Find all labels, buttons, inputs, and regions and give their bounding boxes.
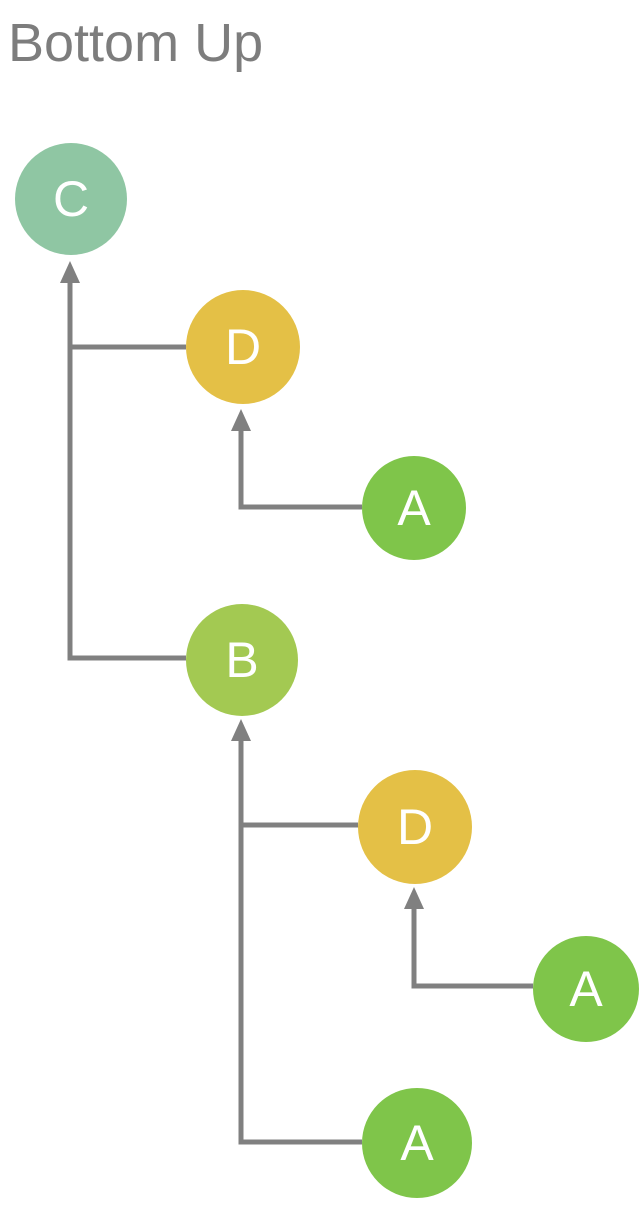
arrowhead-icon [404, 887, 424, 909]
node-circle-A2 [533, 936, 639, 1042]
edge-connector-B-C [67, 283, 186, 661]
node-circle-A1 [362, 456, 466, 560]
node-label-A2: A [569, 961, 603, 1017]
edge-connector-A3-B [238, 741, 362, 1145]
arrowhead-icon [231, 719, 251, 741]
arrowhead-icon [231, 409, 251, 431]
edge-connector-A1-D1 [238, 431, 362, 510]
node-circle-D1 [186, 290, 300, 404]
node-label-D1: D [225, 319, 261, 375]
page-title: Bottom Up [8, 13, 264, 73]
node-label-D2: D [397, 799, 433, 855]
edge-connector-A2-D2 [411, 909, 533, 989]
node-circle-A3 [362, 1088, 472, 1198]
arrowhead-icon [60, 261, 80, 283]
node-circle-B [186, 604, 298, 716]
node-circle-C [15, 143, 127, 255]
node-label-A1: A [397, 480, 431, 536]
node-label-A3: A [400, 1115, 434, 1171]
node-label-C: C [53, 171, 89, 227]
node-label-B: B [225, 632, 258, 688]
node-circle-D2 [358, 770, 472, 884]
